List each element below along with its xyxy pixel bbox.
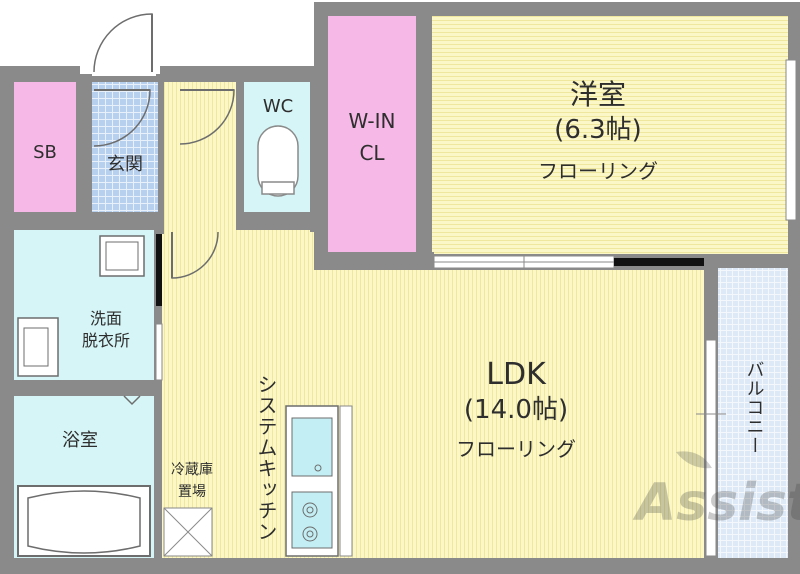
western-room-name: 洋室 xyxy=(570,78,626,111)
bathtub-icon xyxy=(17,485,151,557)
western-room-floor-label: フローリング xyxy=(538,159,658,183)
toilet-icon xyxy=(257,125,299,197)
washing-machine-icon xyxy=(99,235,145,277)
entrance-door xyxy=(88,13,156,76)
ldk-size: (14.0帖) xyxy=(464,395,568,425)
watermark-text: Assist xyxy=(632,473,800,533)
kitchen-counter xyxy=(285,405,353,557)
ldk-floor xyxy=(162,230,712,558)
fridge-label-2: 置場 xyxy=(178,484,206,500)
western-room-sliding-doors xyxy=(433,255,704,269)
ldk-name: LDK xyxy=(486,357,547,392)
bathroom-door xyxy=(123,395,141,406)
washroom-label-2: 脱衣所 xyxy=(82,331,130,350)
sb-room xyxy=(14,82,76,212)
corridor xyxy=(164,82,236,232)
ldk-door xyxy=(171,231,219,279)
wc-label: WC xyxy=(263,96,293,117)
western-room-size: (6.3帖) xyxy=(554,115,642,145)
western-room-window xyxy=(785,59,797,221)
balcony xyxy=(718,268,790,560)
bathroom-label: 浴室 xyxy=(62,430,98,451)
balcony-label: バルコニー xyxy=(744,360,765,455)
walk-in-closet xyxy=(328,16,416,252)
entrance-floor xyxy=(92,82,158,212)
walk-in-closet-label-2: CL xyxy=(359,141,385,165)
vanity-sink-icon xyxy=(17,317,59,377)
ldk-balcony-window xyxy=(696,339,726,557)
fridge-label-1: 冷蔵庫 xyxy=(171,461,213,478)
wc-door xyxy=(179,89,235,145)
ldk-floor-label: フローリング xyxy=(456,437,576,461)
western-room-floor xyxy=(432,16,788,254)
wall-accent xyxy=(156,234,162,306)
sb-label: SB xyxy=(33,142,57,163)
washroom-label-1: 洗面 xyxy=(90,309,122,328)
kitchen-label: システムキッチン xyxy=(254,374,278,542)
assist-watermark-logo: Assist xyxy=(632,451,800,533)
entrance-inner-door xyxy=(93,89,151,147)
fridge-space xyxy=(163,507,213,557)
walk-in-closet-label-1: W-IN xyxy=(348,109,395,133)
wall-accent xyxy=(155,323,163,381)
entrance-label: 玄関 xyxy=(107,154,143,175)
